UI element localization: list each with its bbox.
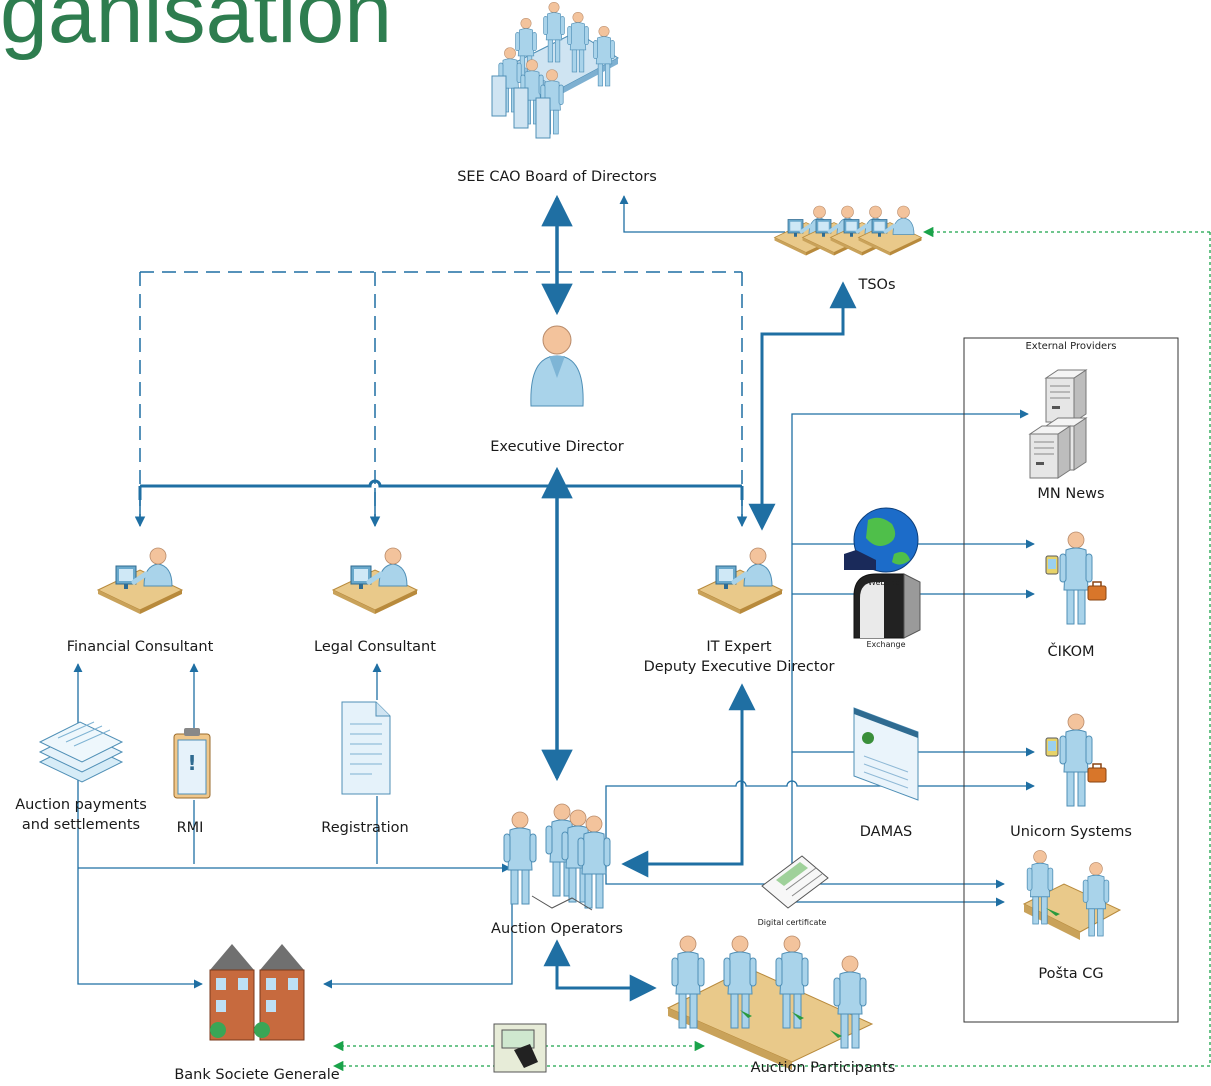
auction-payments-line1: Auction payments xyxy=(15,797,147,813)
green-dotted-lines xyxy=(332,226,1211,1072)
auction-participants-label: Auction Participants xyxy=(750,1060,896,1076)
posta-label: Pošta CG xyxy=(1038,966,1104,982)
tsos-label: TSOs xyxy=(858,277,896,293)
it-expert-line1: IT Expert xyxy=(706,639,772,655)
mn-news-label: MN News xyxy=(1037,486,1105,502)
rmi-label: RMI xyxy=(176,820,204,836)
damas-label: DAMAS xyxy=(859,824,913,840)
cikom-label: ČIKOM xyxy=(1047,644,1095,660)
bank-label: Bank Societe Generale xyxy=(174,1067,340,1083)
digital-certificate-icon xyxy=(761,855,829,909)
executive-director-icon xyxy=(530,325,584,407)
cikom-person-icon xyxy=(1046,532,1106,624)
legal-consultant-icon xyxy=(333,548,417,614)
damas-screen-icon xyxy=(853,707,919,801)
unicorn-label: Unicorn Systems xyxy=(1010,824,1132,840)
it-expert-label: IT Expert Deputy Executive Director xyxy=(644,638,835,677)
unicorn-person-icon xyxy=(1046,714,1106,806)
it-expert-icon xyxy=(698,548,782,614)
external-providers-label: External Providers xyxy=(1025,341,1117,352)
financial-consultant-label: Financial Consultant xyxy=(66,639,214,655)
payment-card-icon xyxy=(493,1023,547,1073)
external-providers-box xyxy=(963,337,1179,1023)
executive-director-label: Executive Director xyxy=(490,439,624,455)
documents-stack-icon xyxy=(38,721,124,783)
website-label: Website xyxy=(868,578,900,587)
exchange-label: Exchange xyxy=(866,640,906,649)
mn-news-server-icon xyxy=(1045,369,1087,423)
exchange-mailbox-icon xyxy=(853,573,921,639)
registration-label: Registration xyxy=(321,820,409,836)
digital-certificate-label: Digital certificate xyxy=(757,918,827,927)
bank-building-icon xyxy=(209,944,305,1041)
auction-payments-label: Auction payments and settlements xyxy=(15,796,147,835)
auction-operators-icon xyxy=(503,803,611,911)
document-feed-lines xyxy=(73,663,511,989)
it-tsos-connector xyxy=(748,281,857,531)
executive-bus xyxy=(140,479,742,488)
auction-payments-line2: and settlements xyxy=(21,816,141,833)
rmi-clipboard-icon: ! xyxy=(173,728,211,799)
legal-consultant-label: Legal Consultant xyxy=(314,639,436,655)
operators-it-connector xyxy=(621,683,756,878)
auction-operators-label: Auction Operators xyxy=(491,921,623,937)
financial-consultant-icon xyxy=(98,548,182,614)
svg-text:!: ! xyxy=(187,751,196,775)
board-label: SEE CAO Board of Directors xyxy=(457,169,657,185)
posta-desk-icon xyxy=(1022,850,1122,940)
website-globe-icon xyxy=(844,507,919,584)
dashed-supervision-lines xyxy=(139,271,743,520)
auction-participants-icon xyxy=(666,935,874,1070)
page-title: ganisation xyxy=(0,0,393,61)
board-meeting-icon xyxy=(491,1,620,139)
registration-document-icon xyxy=(341,701,391,795)
tsos-board-connector xyxy=(619,195,785,233)
it-expert-line2: Deputy Executive Director xyxy=(643,658,835,675)
